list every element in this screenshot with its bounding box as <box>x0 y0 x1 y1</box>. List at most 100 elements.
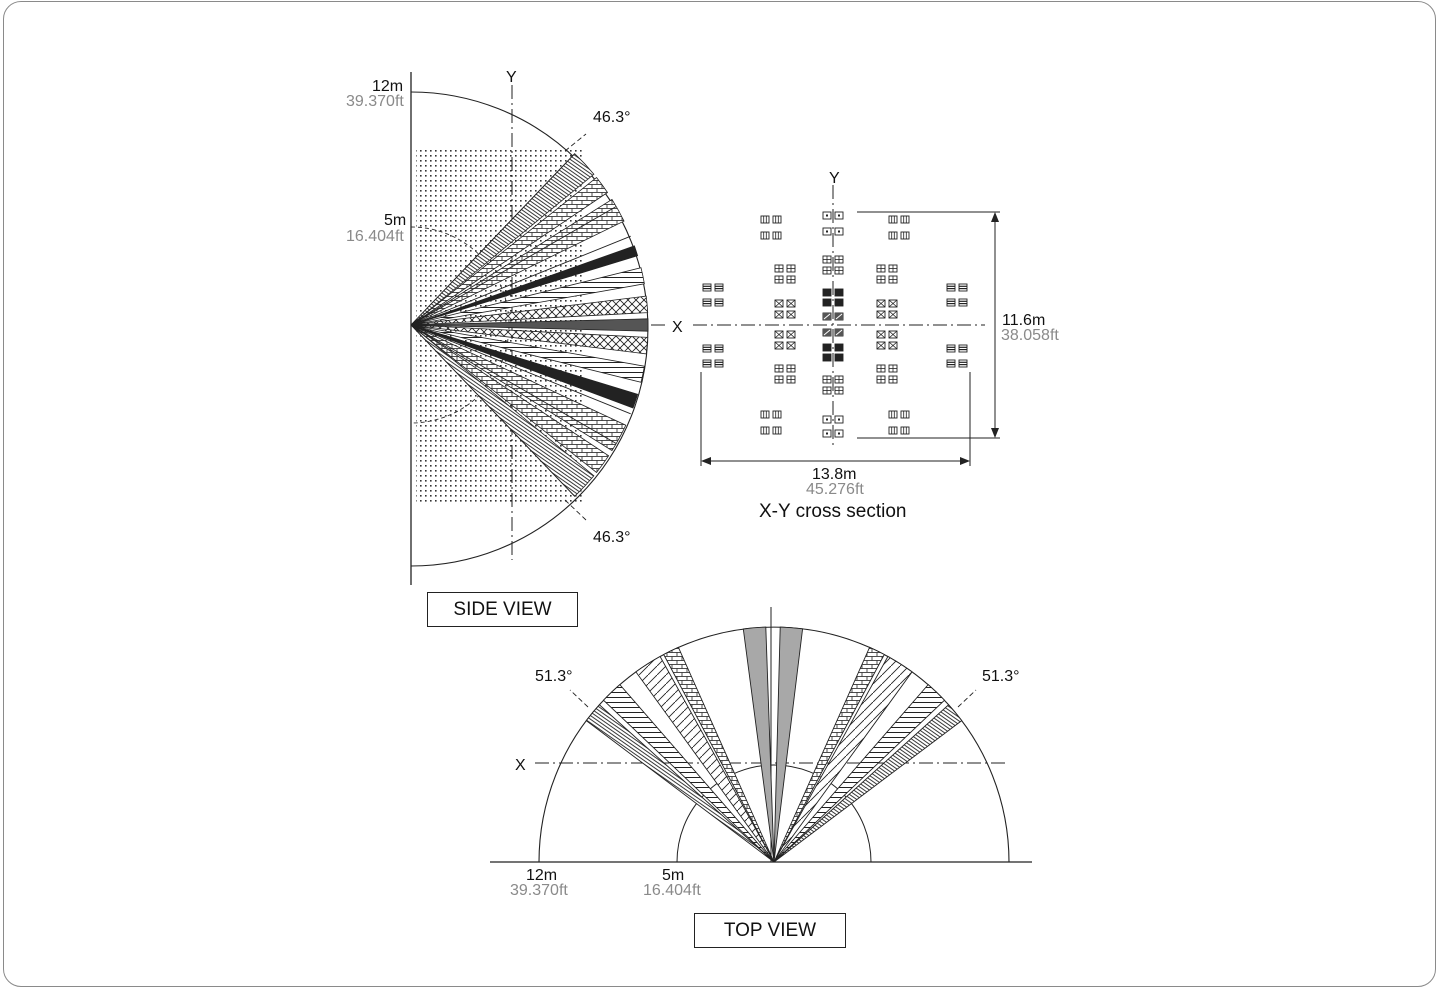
cross-section-zones <box>702 211 968 438</box>
top-near-range-ft: 16.404ft <box>643 882 701 899</box>
zone-cell <box>822 429 832 438</box>
zone-cell <box>786 264 796 273</box>
zone-cell <box>888 275 898 284</box>
top-view-left-angle-leader <box>569 689 589 708</box>
top-beam-7 <box>773 646 885 863</box>
zone-cell <box>822 343 832 352</box>
zone-cell <box>772 426 782 435</box>
side-near-range-m: 5m <box>384 212 406 229</box>
top-far-range-ft: 39.370ft <box>510 882 568 899</box>
zone-cell <box>958 283 968 292</box>
zone-cell <box>786 310 796 319</box>
cross-height-arrow-bottom <box>991 428 999 438</box>
zone-cell <box>774 375 784 384</box>
zone-cell <box>760 231 770 240</box>
side-view-5m-arc <box>410 226 510 424</box>
zone-cell <box>958 344 968 353</box>
zone-cell <box>900 426 910 435</box>
top-view-right-angle-leader <box>957 689 977 708</box>
top-left-angle: 51.3° <box>535 668 573 685</box>
side-beam-edge-2 <box>410 324 576 497</box>
top-beam-1 <box>585 704 775 863</box>
side-near-range-ft: 16.404ft <box>346 228 404 245</box>
zone-cell <box>774 341 784 350</box>
top-right-angle: 51.3° <box>982 668 1020 685</box>
top-beam-5 <box>742 626 775 863</box>
side-beam-1 <box>410 153 595 326</box>
side-view: 12m 39.370ft 5m 16.404ft Y X 46.3° 46.3° <box>346 69 683 585</box>
zone-cell <box>714 344 724 353</box>
zone-cell <box>774 264 784 273</box>
side-beam-8 <box>410 324 649 355</box>
side-far-range-ft: 39.370ft <box>346 93 404 110</box>
zone-cell <box>834 255 844 264</box>
top-beam-6 <box>773 626 804 863</box>
zone-cell <box>888 215 898 224</box>
zone-cell <box>888 364 898 373</box>
zone-cell <box>876 310 886 319</box>
side-view-bottom-angle-leader <box>564 499 587 521</box>
zone-cell <box>760 410 770 419</box>
side-beam-edge-4 <box>410 324 617 444</box>
side-beam-9 <box>410 324 645 383</box>
zone-cell <box>822 298 832 307</box>
zone-cell <box>900 410 910 419</box>
zone-cell <box>822 211 832 220</box>
zone-cell <box>946 283 956 292</box>
zone-cell <box>822 266 832 275</box>
zone-cell <box>834 227 844 236</box>
top-beam-10 <box>773 704 963 863</box>
zone-cell <box>760 426 770 435</box>
side-beam-3 <box>410 198 625 326</box>
zone-cell <box>888 310 898 319</box>
zone-cell <box>714 359 724 368</box>
side-view-top-angle-leader <box>564 133 587 152</box>
side-top-angle: 46.3° <box>593 109 631 126</box>
side-beam-edge-3 <box>410 206 617 326</box>
zone-cell <box>834 288 844 297</box>
zone-cell <box>774 364 784 373</box>
zone-cell <box>958 359 968 368</box>
zone-cell <box>786 299 796 308</box>
zone-cell <box>822 227 832 236</box>
zone-cell <box>888 341 898 350</box>
diagram-frame <box>3 1 1436 987</box>
zone-cell <box>702 298 712 307</box>
zone-cell <box>834 353 844 362</box>
zone-cell <box>834 266 844 275</box>
zone-cell <box>714 283 724 292</box>
cross-height-m: 11.6m <box>1002 312 1045 329</box>
zone-cell <box>702 283 712 292</box>
side-beam-4 <box>410 245 639 326</box>
side-beam-edge-6 <box>410 324 631 415</box>
side-beam-10 <box>410 324 639 409</box>
zone-cell <box>774 330 784 339</box>
zone-cell <box>876 364 886 373</box>
zone-cell <box>888 375 898 384</box>
side-beam-12 <box>410 324 610 474</box>
zone-cell <box>946 298 956 307</box>
zone-cell <box>772 231 782 240</box>
zone-cell <box>786 275 796 284</box>
cross-width-ft: 45.276ft <box>806 481 864 498</box>
side-beam-13 <box>410 324 595 497</box>
zone-cell <box>774 299 784 308</box>
zone-cell <box>786 364 796 373</box>
zone-cell <box>834 312 844 321</box>
side-beam-5 <box>410 267 645 326</box>
zone-cell <box>834 415 844 424</box>
top-view-12m-arc <box>538 626 1010 863</box>
cross-width-arrow-left <box>701 457 711 465</box>
zone-cell <box>822 255 832 264</box>
zone-cell <box>958 298 968 307</box>
side-beam-edge-1 <box>410 153 576 326</box>
top-view: X 51.3° 51.3° 12m 39.370ft 5m 16.404ft <box>490 607 1032 899</box>
xy-cross-section: Y 11.6m 38.058ft 13.8m 45.276ft X-Y cros… <box>693 170 1059 522</box>
top-beam-2 <box>602 683 775 863</box>
top-view-title: TOP VIEW <box>694 913 846 948</box>
side-x-axis-label: X <box>672 319 683 336</box>
side-view-beams <box>410 153 649 497</box>
zone-cell <box>760 215 770 224</box>
zone-cell <box>900 215 910 224</box>
